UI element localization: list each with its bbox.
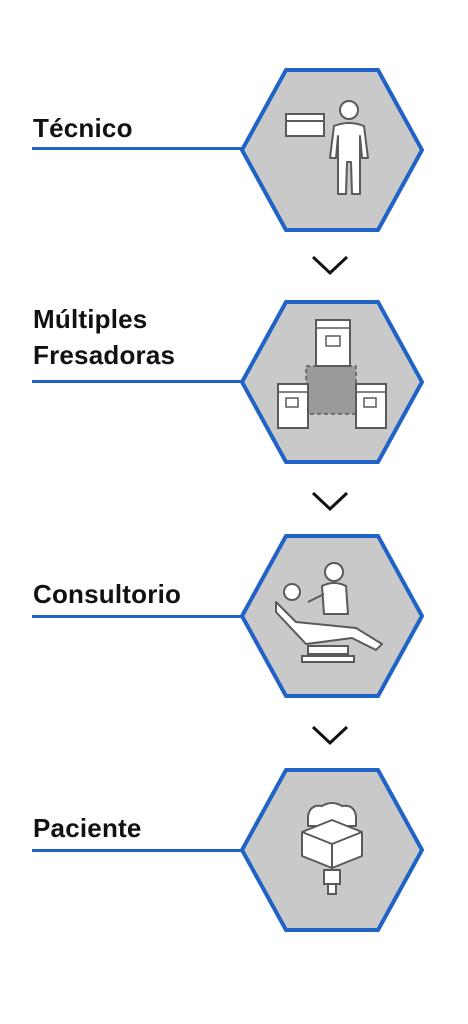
step-label-text: Múltiples <box>33 304 148 334</box>
flow-step-multiple-mills: Múltiples Fresadoras <box>0 298 468 468</box>
flow-step-patient: Paciente <box>0 766 468 936</box>
label-underline <box>32 380 242 383</box>
chevron-down-icon <box>310 490 350 512</box>
step-label-text: Consultorio <box>33 579 182 609</box>
flow-step-dental-office: Consultorio <box>0 532 468 702</box>
tooth-crown-icon <box>239 768 425 932</box>
chevron-down-icon <box>310 724 350 746</box>
step-label: Paciente <box>33 810 142 846</box>
label-underline <box>32 849 242 852</box>
milling-machines-icon <box>239 300 425 464</box>
step-label-text: Paciente <box>33 813 142 843</box>
technician-icon <box>239 68 425 232</box>
step-label-text: Fresadoras <box>33 340 176 370</box>
label-underline <box>32 147 242 150</box>
step-label-text: Técnico <box>33 113 133 143</box>
label-underline <box>32 615 242 618</box>
dental-chair-icon <box>239 534 425 698</box>
step-label: Técnico <box>33 110 133 146</box>
flow-step-technician: Técnico <box>0 66 468 236</box>
step-label: Consultorio <box>33 576 181 612</box>
chevron-down-icon <box>310 254 350 276</box>
step-label: Múltiples Fresadoras <box>33 301 175 373</box>
